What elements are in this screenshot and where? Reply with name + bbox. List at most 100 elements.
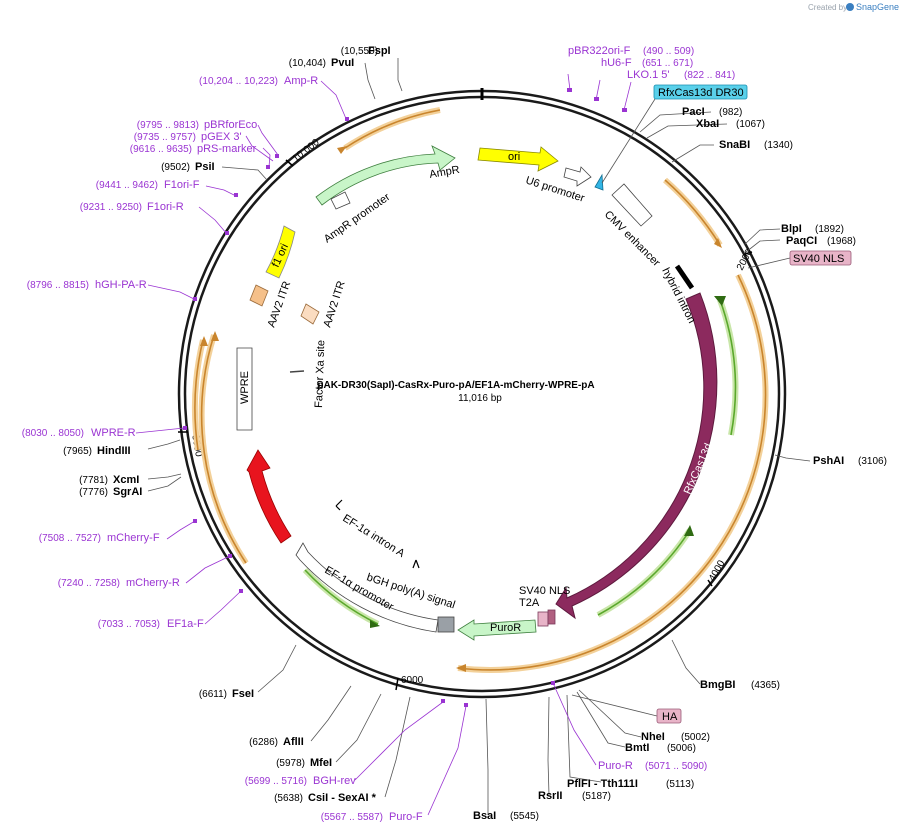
cmv-enhancer-label: CMV enhancer [602, 209, 663, 270]
orange-arc-left [200, 334, 247, 564]
ampr-promoter-feature [330, 191, 351, 210]
site-aflii-name: AflII [283, 736, 304, 748]
orange-arc-top [344, 109, 441, 149]
site-aflii-pos: (6286) [249, 737, 278, 748]
aav2-itr-right-label: AAV2 ITR [321, 279, 347, 328]
primer-ef1af-name: EF1a-F [167, 618, 204, 630]
site-xbai-pos: (1067) [736, 119, 765, 130]
site-psii-pos: (9502) [161, 162, 190, 173]
rfx-box-connector [601, 98, 656, 184]
puror-label: PuroR [490, 622, 521, 634]
watermark-brand: SnapGene [856, 2, 899, 12]
primer-pgex-name: pGEX 3' [201, 131, 242, 143]
primer-pbr322-name: pBR322ori-F [568, 45, 631, 57]
cmv-enhancer-feature [611, 183, 653, 227]
site-fsei-pos: (6611) [199, 689, 227, 700]
site-hindiii-pos: (7965) [63, 446, 92, 457]
primer-prs-pos: (9616 .. 9635) [130, 144, 192, 155]
site-pshai-name: PshAI [813, 455, 844, 467]
primer-bghrev-pos: (5699 .. 5716) [245, 776, 307, 787]
site-sgrai-name: SgrAI [113, 486, 142, 498]
ef1a-promoter-feature [295, 542, 439, 633]
site-blpi-pos: (1892) [815, 224, 844, 235]
f1-ori-feature [265, 225, 296, 279]
primer-hu6-name: hU6-F [601, 57, 632, 69]
primer-bghrev-name: BGH-rev [313, 775, 356, 787]
primer-pbr322-pos: (490 .. 509) [643, 46, 694, 57]
site-sgrai-pos: (7776) [79, 487, 108, 498]
primer-prs-name: pRS-marker [197, 143, 257, 155]
site-bsai-name: BsaI [473, 810, 496, 822]
site-nhei-name: NheI [641, 731, 665, 743]
site-connectors [147, 58, 811, 815]
site-xcmi-name: XcmI [113, 474, 139, 486]
tick-6000: 6000 [401, 675, 424, 686]
tick-6000-mark [395, 677, 399, 691]
site-nhei-pos: (5002) [681, 732, 710, 743]
hybrid-intron-mark [674, 264, 695, 290]
site-bmgbi-pos: (4365) [751, 680, 780, 691]
rfx-dr-feature [594, 173, 604, 191]
primer-puror-pos: (5071 .. 5090) [645, 761, 707, 772]
site-rsrii-pos: (5187) [582, 791, 611, 802]
bgh-polya-feature [437, 616, 455, 633]
aav2-itr-left-label: AAV2 ITR [266, 280, 294, 329]
site-pvui-name: PvuI [331, 57, 354, 69]
site-mfei-pos: (5978) [276, 758, 305, 769]
factor-xa-mark [289, 370, 305, 373]
plasmid-length: 11,016 bp [458, 393, 502, 404]
snapgene-logo-icon [846, 3, 854, 11]
aav2-itr-right-feature [300, 303, 320, 325]
green-arcs [304, 299, 737, 625]
site-xcmi-pos: (7781) [79, 475, 108, 486]
primer-hu6-pos: (651 .. 671) [642, 58, 693, 69]
tick-2000-mark [744, 251, 753, 255]
site-bsai-pos: (5545) [510, 811, 539, 822]
tick-10000: 10,000 [291, 137, 322, 165]
site-bmti-pos: (5006) [667, 743, 696, 754]
aav2-itr-left-feature [249, 284, 269, 307]
ef1a-intron-start-mark [335, 499, 343, 511]
primer-lko-name: LKO.1 5' [627, 69, 669, 81]
site-paqci-pos: (1968) [827, 236, 856, 247]
ampr-label: AmpR [428, 164, 460, 181]
ampr-feature [315, 145, 456, 206]
tick-4000-mark [707, 579, 713, 587]
t2a-feature [537, 611, 549, 627]
sv40-box-connector [747, 257, 791, 269]
sv40-nls-box [789, 250, 852, 266]
ori-feature [477, 146, 559, 172]
primer-ampr-name: Amp-R [284, 75, 318, 87]
green-arrowheads [370, 296, 726, 628]
plasmid-name: pAK-DR30(SapI)-CasRx-Puro-pA/EF1A-mCherr… [317, 380, 594, 391]
primer-purof-pos: (5567 .. 5587) [321, 812, 383, 823]
site-blpi-name: BlpI [781, 223, 802, 235]
tick-10000-mark [285, 159, 294, 167]
orange-arcs [194, 109, 767, 671]
ef1a-intron-label: EF-1α intron A [340, 512, 407, 560]
primer-connectors [135, 73, 632, 816]
site-csii-pos: (5638) [274, 793, 303, 804]
primer-wpre-name: WPRE-R [91, 427, 136, 439]
wpre-label: WPRE [239, 371, 251, 404]
factor-xa-label: Factor Xa site [313, 340, 327, 408]
site-rsrii-name: RsrII [538, 790, 562, 802]
site-paci-name: PacI [682, 106, 705, 118]
sv40-nls-box-label: SV40 NLS [793, 253, 844, 265]
watermark-created-by: Created by [808, 3, 847, 12]
primer-pbrforeco-pos: (9795 .. 9813) [137, 120, 199, 131]
site-pflfi-name: PflFI - Tth111I [567, 778, 638, 790]
primer-f1orir-pos: (9231 .. 9250) [80, 202, 142, 213]
site-snabi-pos: (1340) [764, 140, 793, 151]
ha-box-label: HA [662, 711, 678, 723]
site-mfei-name: MfeI [310, 757, 332, 769]
t2a-label: T2A [519, 597, 540, 609]
orange-arc-cmv [664, 179, 721, 246]
sv40-nls-inner-label: SV40 NLS [519, 585, 570, 597]
orange-arc-left-outer [194, 339, 204, 451]
sv40-nls-feature [547, 609, 556, 625]
primer-wpre-pos: (8030 .. 8050) [22, 428, 84, 439]
rfx-dr30-box [653, 84, 748, 100]
site-psii-name: PsiI [195, 161, 215, 173]
primer-pgex-pos: (9735 .. 9757) [134, 132, 196, 143]
